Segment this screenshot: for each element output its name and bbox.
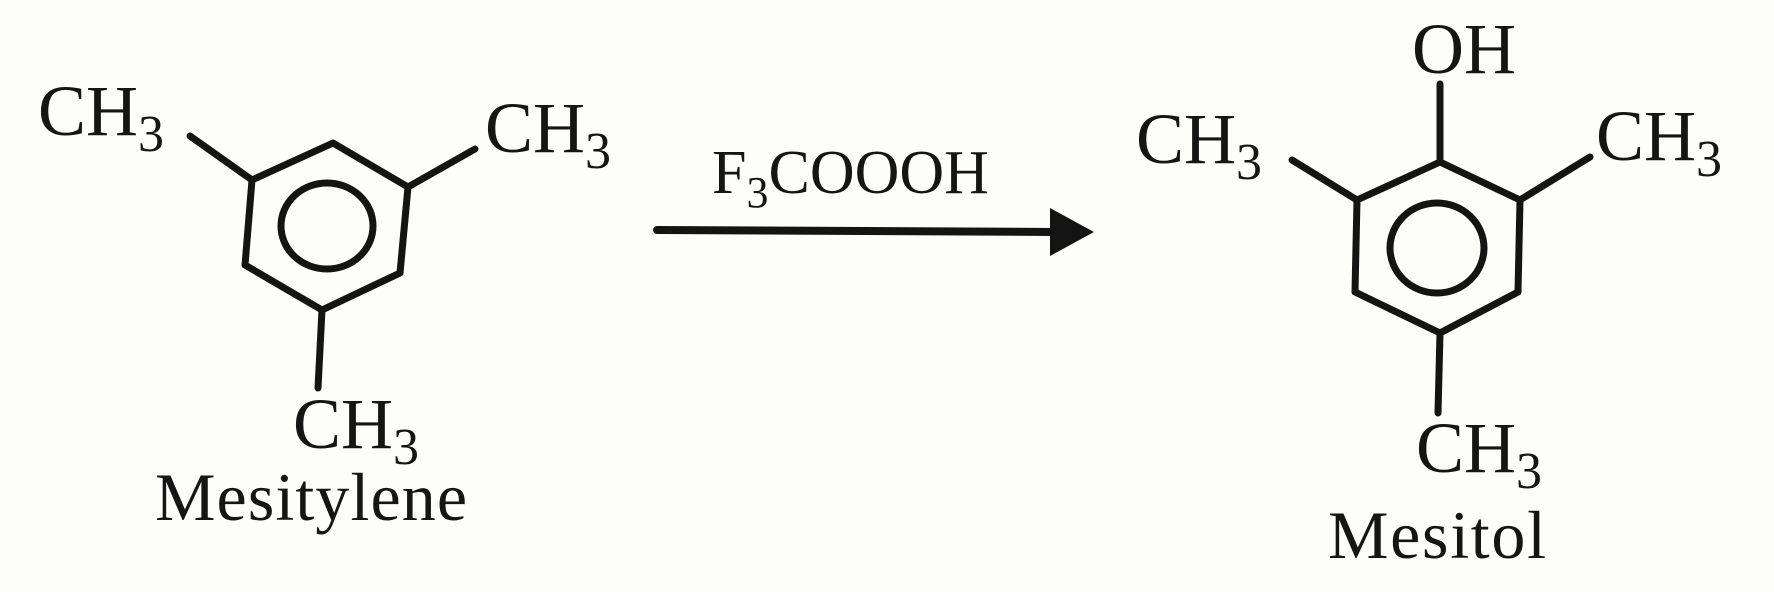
reagent-label: F3COOOH	[712, 139, 989, 217]
bond-bottom	[1434, 329, 1444, 417]
product-oh: OH	[1412, 9, 1516, 89]
reactant-ch3-top-right: CH3	[485, 88, 611, 180]
bond-top-left	[186, 132, 256, 184]
benzene-ring	[1351, 158, 1524, 337]
aromatic-circle	[1386, 199, 1488, 297]
product-ch3-top-right: CH3	[1596, 96, 1722, 188]
product-ch3-bottom: CH3	[1416, 408, 1542, 500]
arrow-shaft	[653, 226, 1059, 236]
reactant-ch3-bottom: CH3	[293, 384, 419, 476]
bond-top-right	[1516, 153, 1594, 204]
product-mesitol: OH CH3 CH3 CH3 Mesitol	[1136, 9, 1722, 573]
bond-top-left	[1288, 156, 1361, 204]
arrow-head-icon	[1050, 208, 1094, 256]
aromatic-circle	[277, 179, 377, 273]
reactant-name: Mesitylene	[155, 459, 467, 535]
reaction-arrow-group: F3COOOH	[653, 139, 1094, 256]
bond-bottom	[314, 306, 326, 392]
bond-top-right	[404, 145, 479, 191]
benzene-ring	[241, 139, 412, 314]
product-ch3-top-left: CH3	[1136, 99, 1262, 191]
product-name: Mesitol	[1328, 497, 1546, 573]
reactant-ch3-top-left: CH3	[38, 71, 164, 163]
reactant-mesitylene: CH3 CH3 CH3 Mesitylene	[38, 71, 611, 535]
